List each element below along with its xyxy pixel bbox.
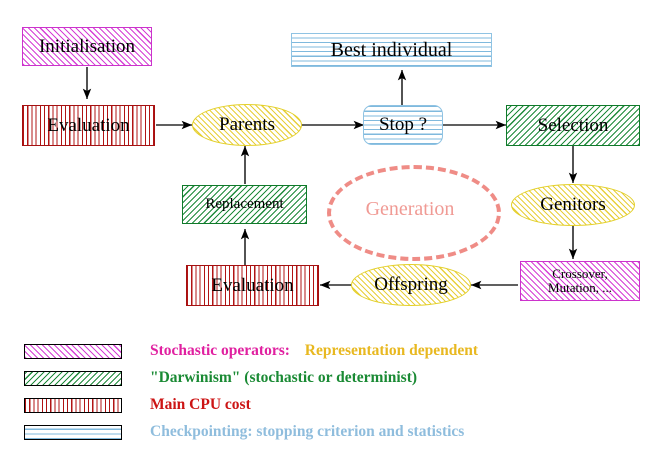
node-selection-label: Selection — [537, 114, 609, 136]
legend-row-stochastic: Stochastic operators: Representation dep… — [24, 340, 478, 362]
node-evaluation-bottom-label: Evaluation — [211, 274, 294, 296]
node-stop-label: Stop ? — [378, 114, 428, 136]
node-offspring-label: Offspring — [374, 274, 448, 296]
node-evaluation-top-label: Evaluation — [47, 114, 130, 136]
legend-text-cpu: Main CPU cost — [150, 396, 251, 413]
node-parents-label: Parents — [219, 114, 275, 136]
node-mutation-label: Mutation, ... — [548, 280, 612, 295]
node-crossover-mutation[interactable]: Crossover, Mutation, ... — [520, 261, 640, 301]
node-replacement[interactable]: Replacement — [182, 185, 307, 224]
node-initialisation[interactable]: Initialisation — [22, 27, 152, 66]
node-best-individual-label: Best individual — [330, 38, 453, 61]
legend-row-cpu: Main CPU cost — [24, 394, 251, 416]
legend: Stochastic operators: Representation dep… — [0, 336, 662, 456]
node-evaluation-bottom[interactable]: Evaluation — [186, 265, 319, 306]
node-best-individual[interactable]: Best individual — [291, 33, 492, 67]
node-genitors-label: Genitors — [540, 194, 606, 216]
legend-text-stochastic-part1: Stochastic operators: — [150, 342, 290, 359]
generation-loop-ellipse — [327, 165, 501, 261]
node-parents[interactable]: Parents — [192, 104, 302, 146]
generation-label: Generation — [365, 197, 455, 220]
node-stop[interactable]: Stop ? — [363, 105, 443, 145]
node-evaluation-top[interactable]: Evaluation — [22, 105, 155, 146]
legend-text-stochastic: Stochastic operators: Representation dep… — [150, 342, 478, 360]
legend-swatch-blue-horizontal-hatch — [24, 424, 122, 440]
node-genitors[interactable]: Genitors — [511, 184, 635, 226]
legend-text-stochastic-part2: Representation dependent — [304, 342, 479, 359]
legend-swatch-red-vertical-hatch — [24, 397, 122, 413]
legend-text-darwinism: "Darwinism" (stochastic or determinist) — [150, 369, 418, 386]
node-crossover-label: Crossover, — [552, 266, 608, 282]
node-replacement-label: Replacement — [205, 195, 284, 212]
node-selection[interactable]: Selection — [506, 105, 640, 146]
legend-swatch-green-diagonal-hatch — [24, 370, 122, 386]
legend-row-checkpointing: Checkpointing: stopping criterion and st… — [24, 421, 464, 443]
node-offspring[interactable]: Offspring — [351, 264, 471, 306]
legend-swatch-magenta-diagonal-hatch — [24, 343, 122, 359]
node-initialisation-label: Initialisation — [38, 35, 136, 57]
legend-text-checkpointing: Checkpointing: stopping criterion and st… — [150, 423, 465, 440]
legend-row-darwinism: "Darwinism" (stochastic or determinist) — [24, 367, 417, 389]
